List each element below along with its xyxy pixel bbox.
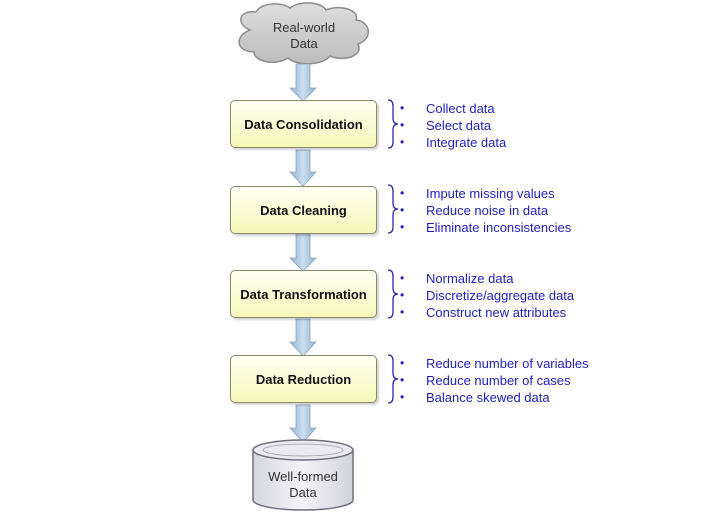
- list-item-label: Balance skewed data: [426, 390, 550, 405]
- stage-box-transformation: Data Transformation: [230, 270, 377, 318]
- list-item: • Balance skewed data: [398, 389, 589, 406]
- list-item-label: Select data: [426, 118, 492, 133]
- list-item-label: Collect data: [426, 101, 495, 116]
- bullet-list-consolidation: • Collect data • Select data • Integrate da…: [398, 100, 506, 151]
- stage-box-consolidation: Data Consolidation: [230, 100, 377, 148]
- bullet-dot-icon: •: [400, 220, 405, 234]
- bullet-dot-icon: •: [400, 288, 405, 302]
- bullet-dot-icon: •: [400, 101, 405, 115]
- arrow-2: [289, 149, 317, 187]
- brace-4: [387, 354, 399, 404]
- flow-arrows: [289, 63, 317, 443]
- list-item-label: Construct new attributes: [426, 305, 567, 320]
- list-item-label: Eliminate inconsistencies: [426, 220, 572, 235]
- list-item: • Normalize data: [398, 270, 574, 287]
- result-label: Well-formed Data: [268, 469, 338, 500]
- cloud-shape: [238, 2, 369, 65]
- list-item: • Discretize/aggregate data: [398, 287, 574, 304]
- database-cylinder-icon: [252, 439, 354, 511]
- stage-box-reduction: Data Reduction: [230, 355, 377, 403]
- bullet-dot-icon: •: [400, 271, 405, 285]
- list-item: • Collect data: [398, 100, 506, 117]
- bullet-list-transformation: • Normalize data • Discretize/aggregate da…: [398, 270, 574, 321]
- list-item: • Impute missing values: [398, 185, 571, 202]
- arrow-4: [289, 318, 317, 357]
- bullet-list-reduction: • Reduce number of variables • Reduce numb…: [398, 355, 589, 406]
- list-item: • Construct new attributes: [398, 304, 574, 321]
- list-item-label: Discretize/aggregate data: [426, 288, 575, 303]
- brace-2: [387, 184, 399, 234]
- brace-1: [387, 99, 399, 149]
- arrow-5: [289, 404, 317, 443]
- list-item-label: Reduce noise in data: [426, 203, 549, 218]
- bullet-dot-icon: •: [400, 186, 405, 200]
- bullet-dot-icon: •: [400, 135, 405, 149]
- braces: [387, 99, 399, 404]
- list-item-label: Integrate data: [426, 135, 507, 150]
- list-item-label: Reduce number of cases: [426, 373, 571, 388]
- list-item: • Select data: [398, 117, 506, 134]
- arrow-1: [289, 63, 317, 102]
- list-item: • Integrate data: [398, 134, 506, 151]
- bullet-dot-icon: •: [400, 373, 405, 387]
- brace-3: [387, 269, 399, 319]
- bullet-dot-icon: •: [400, 305, 405, 319]
- list-item-label: Impute missing values: [426, 186, 555, 201]
- bullet-dot-icon: •: [400, 203, 405, 217]
- bullet-list-cleaning: • Impute missing values • Reduce noise in …: [398, 185, 571, 236]
- bullet-dot-icon: •: [400, 356, 405, 370]
- arrow-3: [289, 233, 317, 272]
- list-item-label: Normalize data: [426, 271, 514, 286]
- bullet-dot-icon: •: [400, 118, 405, 132]
- list-item: • Eliminate inconsistencies: [398, 219, 571, 236]
- stage-box-cleaning: Data Cleaning: [230, 186, 377, 234]
- bullet-dot-icon: •: [400, 390, 405, 404]
- list-item: • Reduce number of cases: [398, 372, 589, 389]
- list-item: • Reduce number of variables: [398, 355, 589, 372]
- list-item: • Reduce noise in data: [398, 202, 571, 219]
- list-item-label: Reduce number of variables: [426, 356, 589, 371]
- source-label: Real-world Data: [272, 20, 336, 51]
